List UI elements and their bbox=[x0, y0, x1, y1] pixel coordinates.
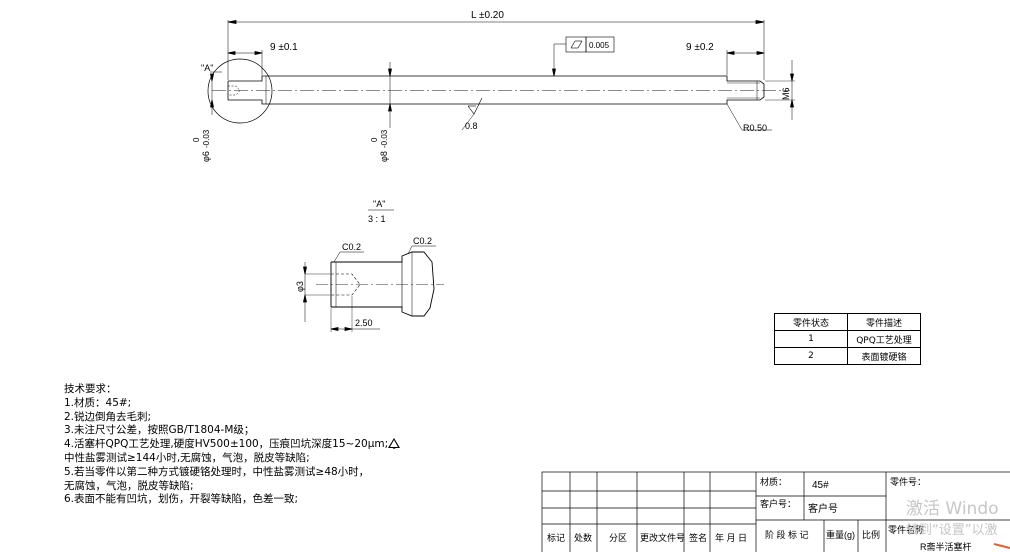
triangle-mark-icon: 1 bbox=[388, 438, 401, 451]
dim-dia-large-upper: 0 bbox=[370, 137, 379, 142]
customer-no-value: 客户号 bbox=[808, 502, 838, 515]
activation-watermark-hint: 转到“设置”以激 bbox=[906, 523, 998, 538]
row-label-change-doc: 更改文件号 bbox=[640, 532, 685, 543]
table-cell: 2 bbox=[774, 347, 848, 365]
part-no-label: 零件号： bbox=[890, 476, 926, 487]
dim-dia-small: φ6 bbox=[201, 151, 211, 162]
title-block-grid bbox=[541, 471, 1010, 552]
note-line-2: 2.锐边倒角去毛刺; bbox=[64, 410, 152, 423]
detail-scale: 3 : 1 bbox=[368, 214, 386, 224]
part-name-label: 零件名称 bbox=[888, 524, 924, 535]
note-line-4-text: 4.活塞杆QPQ工艺处理,硬度HV500±100，压痕凹坑深度15~20μm; bbox=[64, 438, 389, 451]
table-row: 2 表面镀硬铬 bbox=[774, 347, 921, 365]
technical-requirements: 技术要求： 1.材质：45#; 2.锐边倒角去毛刺; 3.未注尺寸公差，按照GB… bbox=[64, 383, 401, 507]
table-header-desc: 零件描述 bbox=[847, 313, 921, 331]
weight-label: 重量(g) bbox=[826, 529, 855, 540]
dim-overall-length: L ±0.20 bbox=[471, 10, 504, 21]
row-label-zone: 分区 bbox=[609, 533, 627, 543]
dim-radius: R0.50 bbox=[743, 123, 767, 133]
dim-dia-small-lower: -0.03 bbox=[202, 129, 211, 148]
note-line-8: 6.表面不能有凹坑，划伤，开裂等缺陷，色差一致; bbox=[64, 493, 299, 506]
dim-thread: M6 bbox=[781, 87, 791, 100]
stage-label: 阶 段 标 记 bbox=[765, 529, 809, 540]
detail-view bbox=[303, 209, 444, 332]
table-cell: 1 bbox=[774, 330, 848, 348]
notes-title: 技术要求： bbox=[64, 383, 117, 395]
dim-right-step: 9 ±0.2 bbox=[686, 42, 714, 53]
note-line-5: 中性盐雾测试≥144小时,无腐蚀，气泡，脱皮等缺陷; bbox=[64, 451, 310, 464]
dim-dia-large-lower: -0.03 bbox=[380, 129, 389, 148]
detail-chamfer-right: C0.2 bbox=[413, 236, 432, 246]
triangle-mark-number: 1 bbox=[392, 444, 396, 452]
customer-no-label: 客户号： bbox=[760, 498, 796, 509]
dim-dia-large: φ8 bbox=[379, 151, 389, 162]
note-line-4: 4.活塞杆QPQ工艺处理,硬度HV500±100，压痕凹坑深度15~20μm;1 bbox=[64, 438, 401, 452]
roughness-value: 0.8 bbox=[465, 121, 478, 131]
table-cell: 表面镀硬铬 bbox=[847, 347, 921, 365]
activation-watermark: 激活 Windo bbox=[906, 499, 999, 519]
shaft-outline bbox=[207, 58, 765, 124]
table-cell: QPQ工艺处理 bbox=[847, 330, 921, 348]
note-line-1: 1.材质：45#; bbox=[64, 396, 132, 409]
row-label-count: 处数 bbox=[574, 532, 592, 543]
table-row: 1 QPQ工艺处理 bbox=[774, 330, 921, 348]
material-label: 材质： bbox=[760, 476, 787, 487]
detail-chamfer-left: C0.2 bbox=[342, 242, 361, 252]
note-line-6: 5.若当零件以第二种方式镀硬铬处理时，中性盐雾测试≥48小时， bbox=[64, 465, 370, 478]
row-label-sign: 签名 bbox=[689, 532, 707, 543]
detail-length: 2.50 bbox=[355, 318, 373, 328]
note-line-7: 无腐蚀，气泡，脱皮等缺陷; bbox=[64, 479, 194, 492]
table-header-row: 零件状态 零件描述 bbox=[774, 313, 921, 331]
note-line-3: 3.未注尺寸公差，按照GB/T1804-M级； bbox=[64, 424, 255, 437]
dim-dia-small-upper: 0 bbox=[192, 137, 201, 142]
dim-left-step: 9 ±0.1 bbox=[270, 42, 298, 53]
row-label-mark: 标记 bbox=[547, 532, 565, 543]
scale-label: 比例 bbox=[862, 529, 880, 540]
part-state-table: 零件状态 零件描述 1 QPQ工艺处理 2 表面镀硬铬 bbox=[774, 313, 921, 365]
detail-diameter: φ3 bbox=[295, 281, 305, 292]
table-header-state: 零件状态 bbox=[774, 313, 848, 331]
row-label-date: 年 月 日 bbox=[715, 532, 747, 543]
material-value: 45# bbox=[812, 480, 829, 491]
flatness-value: 0.005 bbox=[589, 41, 610, 50]
part-name-value: R斋半活塞杆 bbox=[920, 541, 972, 552]
view-marker-a: "A" bbox=[201, 63, 213, 73]
detail-label: "A" bbox=[373, 199, 385, 209]
